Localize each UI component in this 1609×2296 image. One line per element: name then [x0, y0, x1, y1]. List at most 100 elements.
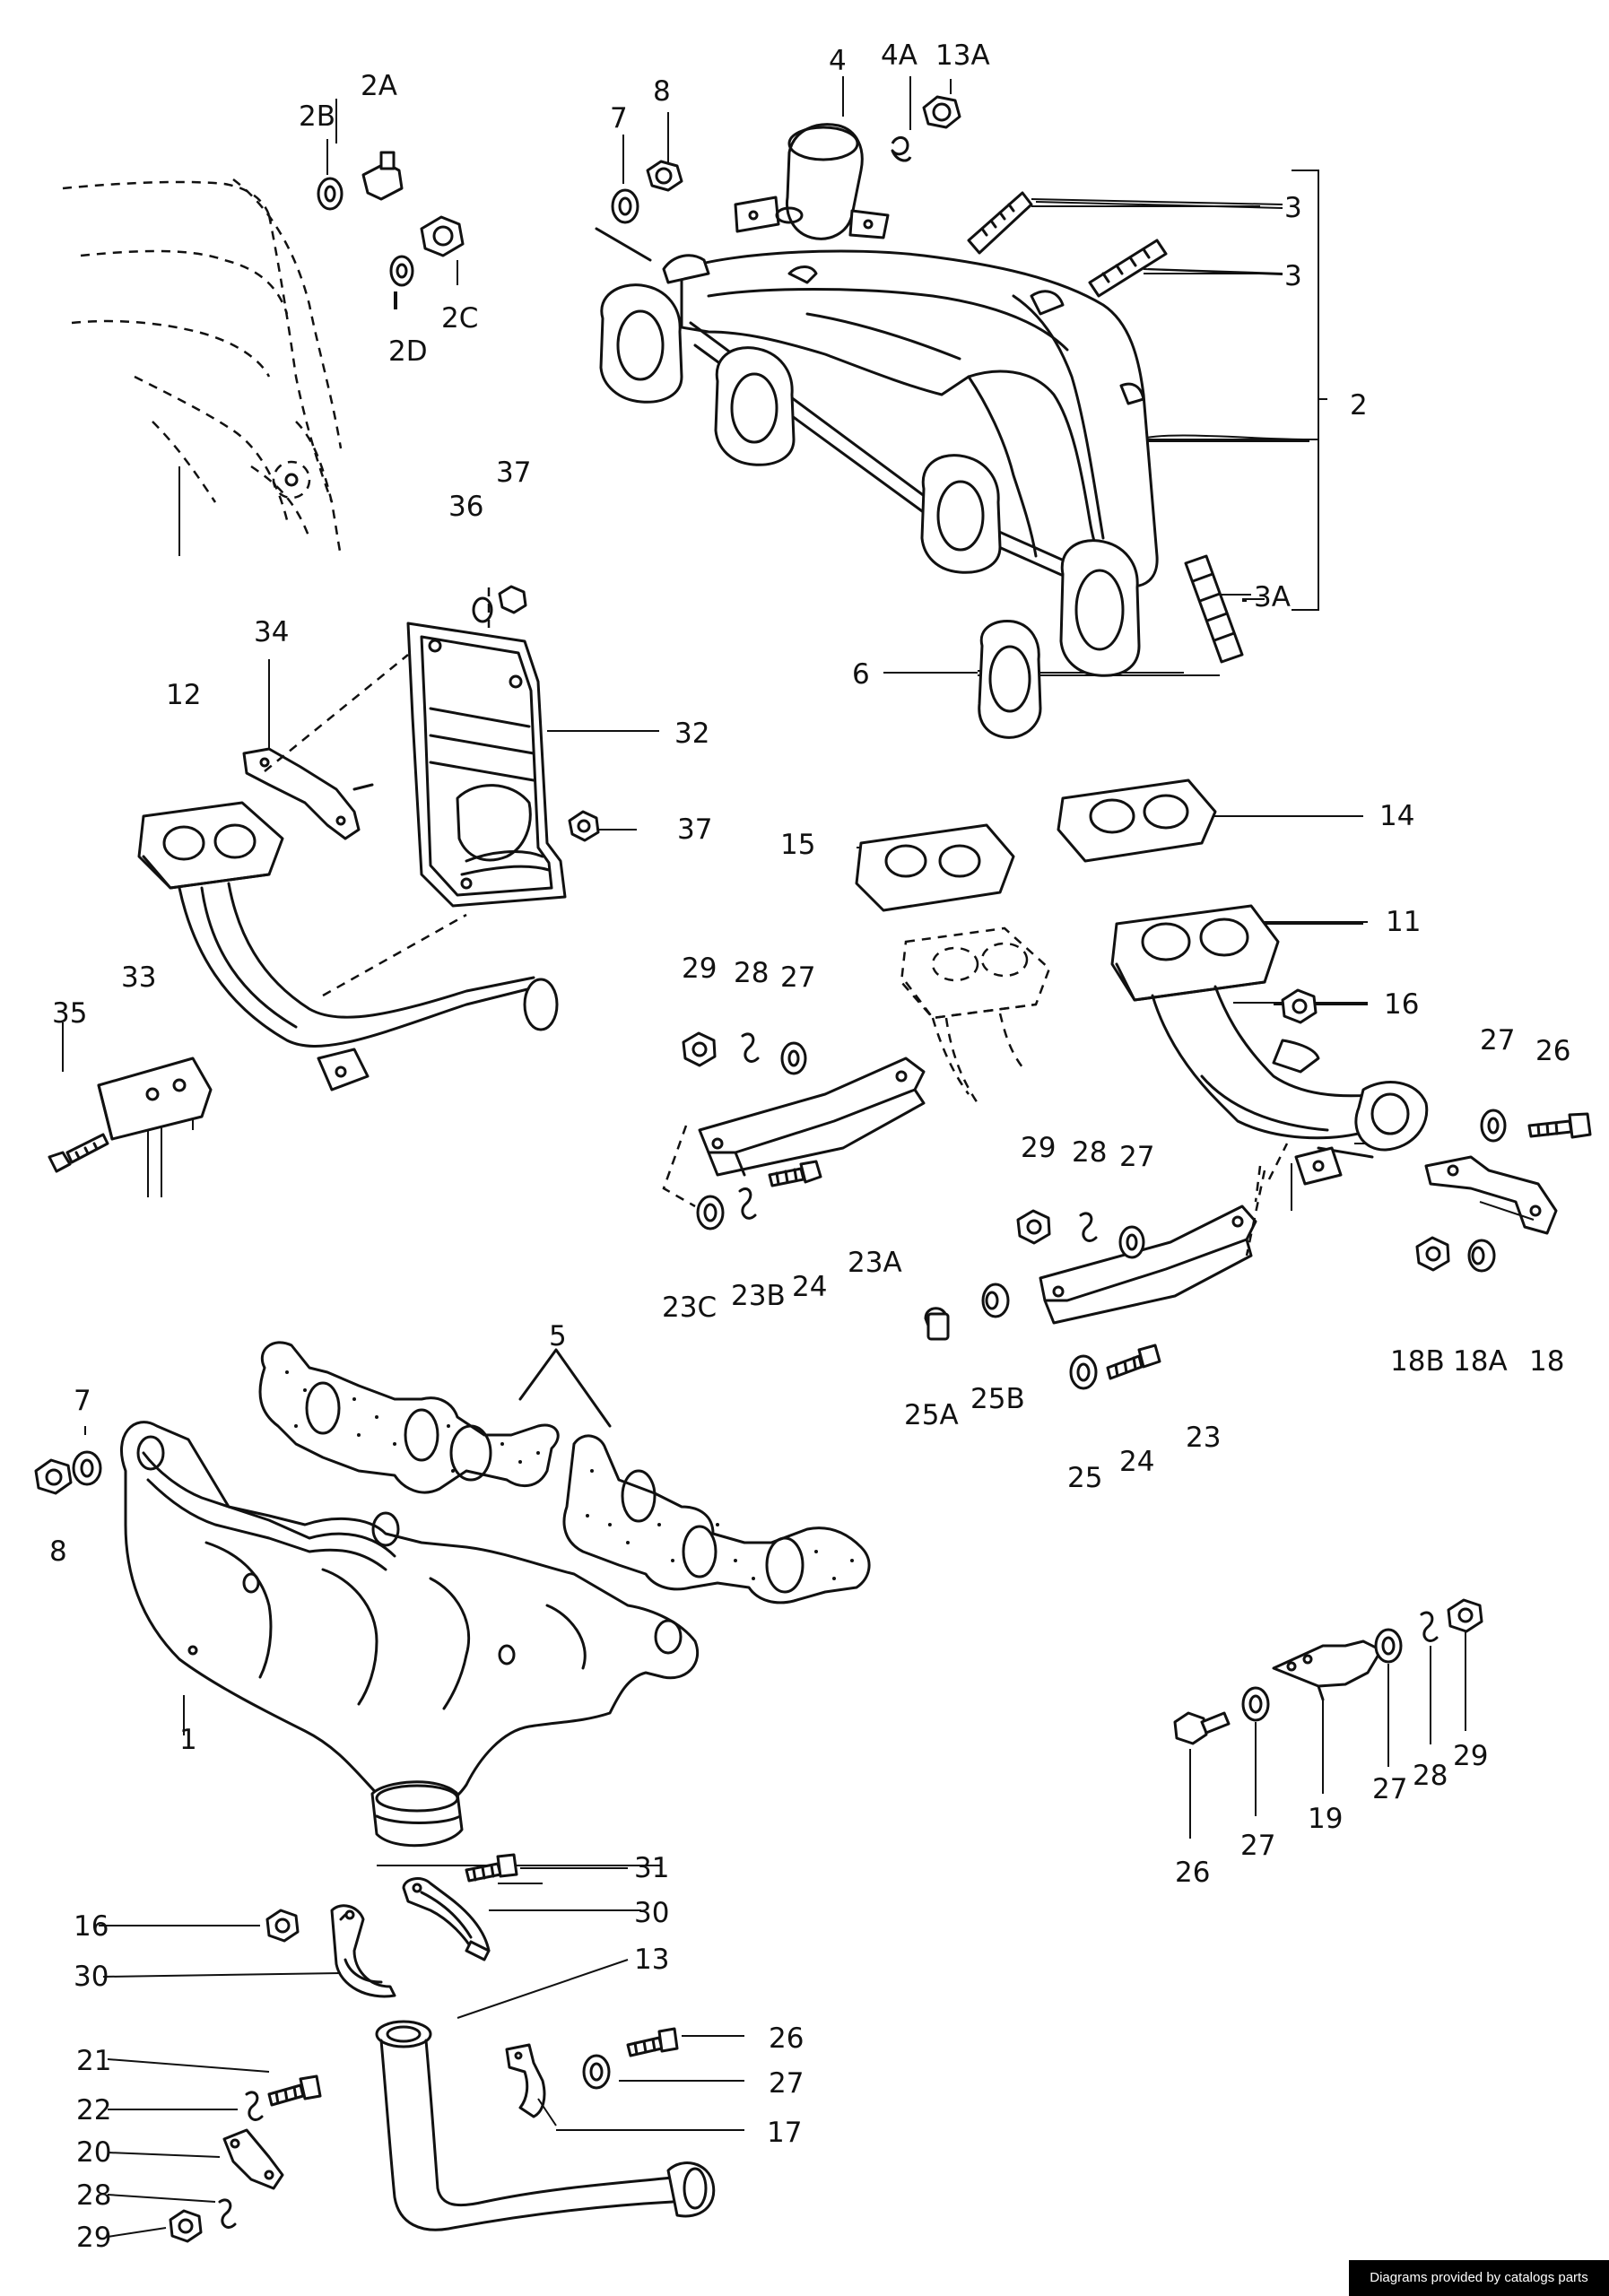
callout-34: 34 [254, 616, 289, 648]
nut-16-upper [1281, 988, 1318, 1024]
callout-5: 5 [549, 1320, 567, 1352]
bracket-23A [698, 1057, 926, 1177]
callout-37-top: 37 [496, 457, 531, 489]
callout-16-upper: 16 [1384, 988, 1419, 1021]
callout-15: 15 [780, 829, 815, 861]
callout-30-right: 30 [634, 1897, 669, 1929]
callout-24-lower: 24 [1119, 1446, 1154, 1478]
fasteners-middle [682, 1031, 1592, 1390]
callout-18B: 18B [1390, 1345, 1445, 1378]
callout-37-mid: 37 [677, 813, 712, 846]
gasket-15 [855, 823, 1015, 912]
callout-28-bottom: 28 [1413, 1760, 1448, 1792]
clamp-30-upper [402, 1877, 491, 1961]
callout-25B: 25B [970, 1383, 1025, 1415]
callout-30-left: 30 [74, 1961, 109, 1993]
callout-29-bottom: 29 [1453, 1740, 1488, 1772]
callout-23C: 23C [662, 1292, 717, 1324]
callout-11: 11 [1386, 906, 1421, 938]
bracket-33 [97, 1057, 213, 1141]
callout-27-upper: 27 [780, 961, 815, 994]
callout-3-lower: 3 [1284, 260, 1302, 292]
front-pipe-12 [137, 801, 559, 1091]
studs-3 [967, 191, 1244, 664]
callout-29-lower: 29 [76, 2222, 111, 2254]
callout-7-lower: 7 [74, 1385, 91, 1417]
shield-fasteners-36-37 [472, 585, 600, 842]
callout-25A: 25A [904, 1399, 959, 1431]
gasket-5-texture [285, 1370, 854, 1580]
heat-shield-32 [406, 622, 567, 908]
callout-21: 21 [76, 2045, 111, 2077]
callout-27-mid: 27 [1119, 1141, 1154, 1173]
callout-19: 19 [1308, 1803, 1343, 1835]
callout-29-mid: 29 [1021, 1132, 1056, 1164]
callout-28-mid: 28 [1072, 1136, 1107, 1169]
front-pipe-11 [1110, 904, 1429, 1186]
manifold-upper [599, 249, 1159, 677]
fasteners-top [317, 95, 961, 287]
callout-2: 2 [1350, 389, 1368, 422]
callout-24-upper: 24 [792, 1271, 827, 1303]
callout-23: 23 [1186, 1422, 1221, 1454]
callout-31: 31 [634, 1852, 669, 1884]
bolt-35 [48, 1133, 109, 1173]
bracket-23 [1039, 1205, 1257, 1325]
callout-23B: 23B [731, 1280, 786, 1312]
callout-14: 14 [1379, 800, 1414, 832]
callout-18A: 18A [1453, 1345, 1508, 1378]
phantom-flange [900, 926, 1051, 1104]
bracket-18 [1424, 1155, 1558, 1235]
callout-2D: 2D [388, 335, 428, 368]
callout-26-bottom-right: 26 [1175, 1857, 1210, 1889]
callout-28-lower: 28 [76, 2179, 111, 2212]
heat-shield-4 [734, 123, 890, 240]
callout-26-lower: 26 [769, 2022, 804, 2055]
bolt-31 [465, 1853, 518, 1883]
leaders-bottom [99, 1867, 744, 2238]
callout-2C: 2C [441, 302, 478, 335]
callout-2B: 2B [299, 100, 335, 133]
callout-27-right: 27 [1480, 1024, 1515, 1057]
callout-36: 36 [448, 491, 483, 523]
callout-8-lower: 8 [49, 1535, 67, 1568]
gasket-14 [1057, 778, 1217, 863]
callout-8-upper: 8 [653, 75, 671, 108]
callout-26-right: 26 [1535, 1035, 1570, 1067]
callout-27-bottom-b: 27 [1372, 1773, 1407, 1805]
leaders-final [978, 198, 1308, 672]
gasket-6 [978, 619, 1042, 739]
fasteners-20-22 [169, 2074, 322, 2243]
fasteners-bottom-right [1173, 1598, 1483, 1839]
manifold-lower-1 [120, 1421, 699, 1848]
callout-27-bottom-a: 27 [1240, 1830, 1275, 1862]
callout-4: 4 [829, 45, 847, 77]
engine-outline-phantom [62, 178, 343, 557]
dashed-guides-left [264, 587, 491, 997]
bracket-17 [505, 2043, 546, 2118]
callout-17: 17 [767, 2117, 802, 2149]
callout-7-upper: 7 [610, 102, 628, 135]
callout-29-upper: 29 [682, 952, 717, 985]
callout-13: 13 [634, 1944, 669, 1976]
strap-34 [242, 747, 374, 840]
dashed-guides-brackets [662, 1125, 1289, 1257]
callout-33: 33 [121, 961, 156, 994]
callout-18: 18 [1529, 1345, 1564, 1378]
gasket-5 [258, 1341, 871, 1605]
callout-13A: 13A [935, 39, 990, 72]
callout-23A: 23A [848, 1247, 902, 1279]
callout-25: 25 [1067, 1462, 1102, 1494]
pipe-13 [375, 2020, 716, 2231]
callout-labels: 1 2 2A 2B 2C 2D 3 3 3A 4 4A 5 6 7 7 8 8 … [49, 39, 1570, 2254]
fasteners-17 [582, 2027, 679, 2090]
callout-3A: 3A [1254, 581, 1291, 613]
nut-8-lower [34, 1450, 102, 1495]
callout-27-lower: 27 [769, 2067, 804, 2100]
callout-3-upper: 3 [1284, 192, 1302, 224]
callout-20: 20 [76, 2136, 111, 2169]
callout-22: 22 [76, 2094, 111, 2126]
callout-12: 12 [166, 679, 201, 711]
callout-16-lower: 16 [74, 1910, 109, 1943]
